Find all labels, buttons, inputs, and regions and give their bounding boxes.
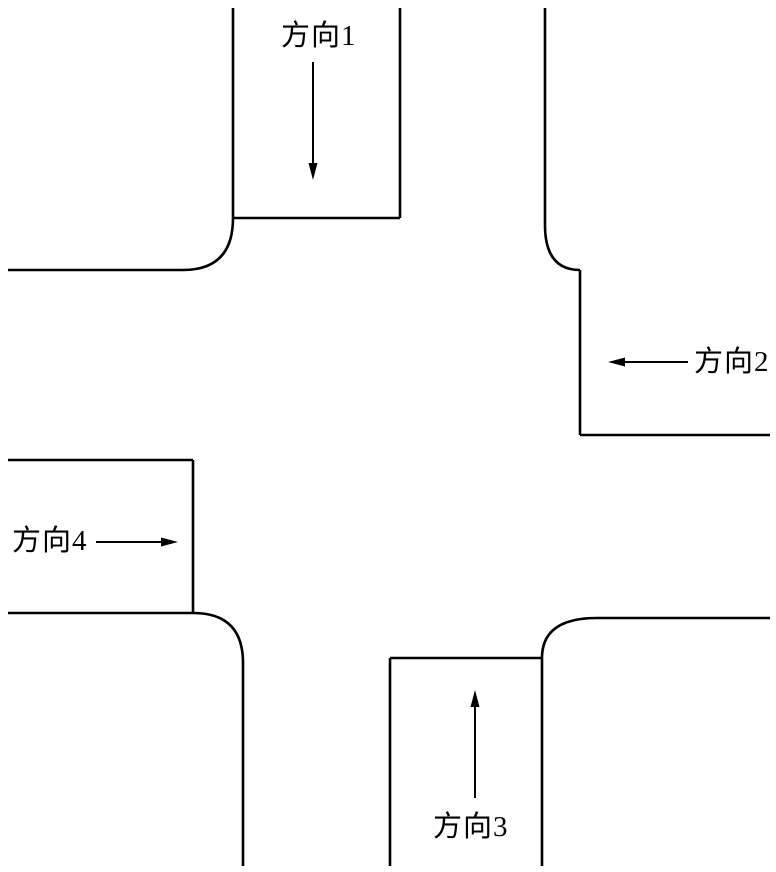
se-street-edge-with-corner-curve (540, 616, 770, 866)
up-arrowhead-icon (470, 690, 480, 707)
direction-3-label: 方向3 (433, 811, 509, 843)
direction-2-label: 方向2 (694, 346, 770, 378)
direction-3-up-arrow (470, 690, 480, 798)
direction-4-right-arrow (96, 537, 178, 547)
direction-2-left-arrow (608, 357, 688, 367)
direction-4-label: 方向4 (12, 525, 88, 557)
direction-1-down-arrow (308, 62, 318, 180)
west-approach-south-edge-with-sw-corner-curve (8, 611, 245, 866)
left-arrowhead-icon (608, 357, 625, 367)
north-approach-west-edge-with-nw-corner-curve (8, 8, 235, 272)
right-arrowhead-icon (161, 537, 178, 547)
ne-street-edge-with-corner-curve (543, 8, 581, 272)
direction-1-label: 方向1 (281, 20, 357, 52)
down-arrowhead-icon (308, 163, 318, 180)
